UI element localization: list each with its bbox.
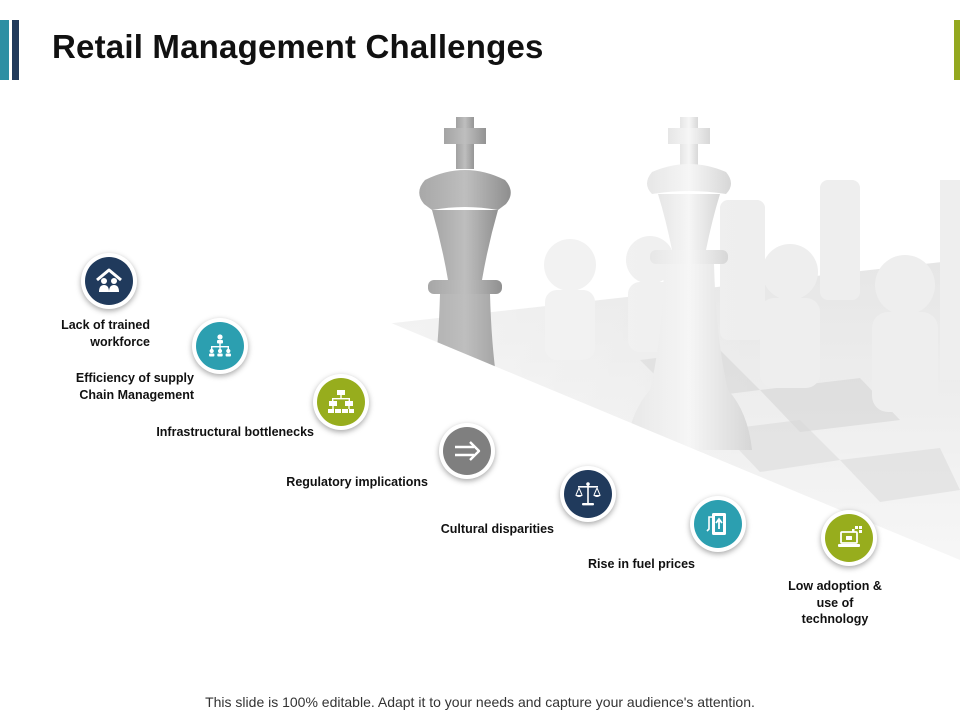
accent-bar-navy [12, 20, 19, 80]
arrow-right-icon [455, 441, 481, 461]
challenge-node-3 [313, 374, 369, 430]
scales-icon [575, 482, 601, 506]
accent-bar-teal [0, 20, 9, 80]
challenge-node-2 [192, 318, 248, 374]
challenge-label-3: Infrastructural bottlenecks [156, 425, 314, 439]
challenge-node-6 [690, 496, 746, 552]
org-chart-icon [209, 334, 231, 357]
challenge-label-1: Lack of trained workforce [61, 318, 150, 349]
people-house-icon [96, 268, 122, 292]
challenge-label-2: Efficiency of supply Chain Management [75, 371, 194, 402]
challenge-node-7 [821, 510, 877, 566]
challenge-label-6: Rise in fuel prices [588, 557, 695, 571]
accent-bar-lime [954, 20, 960, 80]
page-title: Retail Management Challenges [52, 28, 544, 65]
footer-note: This slide is 100% editable. Adapt it to… [205, 694, 755, 710]
challenge-node-1 [81, 253, 137, 309]
challenge-node-4 [439, 423, 495, 479]
challenge-label-7: Low adoption & use of technology [788, 579, 882, 626]
fuel-pump-icon [706, 513, 726, 535]
laptop-icon [838, 526, 862, 547]
challenge-node-5 [560, 466, 616, 522]
challenge-label-5: Cultural disparities [440, 522, 554, 536]
hierarchy-blocks-icon [328, 390, 354, 413]
challenge-label-4: Regulatory implications [286, 475, 428, 489]
